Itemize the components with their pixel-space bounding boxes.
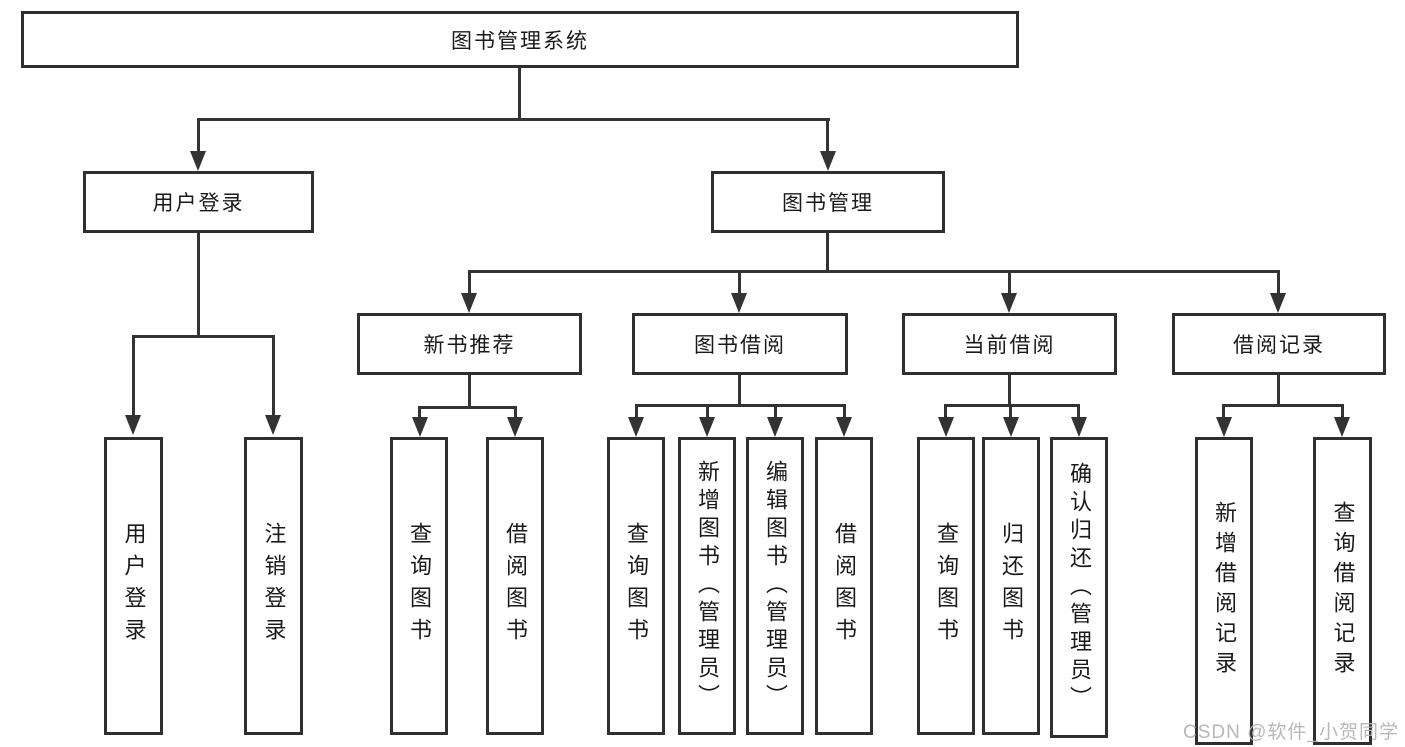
connector-line <box>1277 375 1280 406</box>
connector-line <box>197 233 200 337</box>
arrow-down-icon <box>507 417 523 437</box>
leaf-label: 编辑图书（管理员） <box>763 460 788 712</box>
connector-line <box>418 406 517 409</box>
arrow-down-icon <box>1001 293 1017 313</box>
arrow-down-icon <box>699 417 715 437</box>
leaf-confirm-return-admin: 确认归还（管理员） <box>1050 437 1108 738</box>
arrow-down-icon <box>1071 417 1087 437</box>
connector-line <box>132 335 135 415</box>
leaf-label: 确认归还（管理员） <box>1067 461 1092 714</box>
connector-line <box>468 375 471 408</box>
connector-line <box>518 68 521 120</box>
node-root: 图书管理系统 <box>21 11 1019 68</box>
node-book-borrow: 图书借阅 <box>632 313 848 375</box>
arrow-down-icon <box>731 293 747 313</box>
leaf-label: 借阅图书 <box>503 522 528 650</box>
connector-line <box>1009 404 1012 417</box>
arrow-down-icon <box>767 417 783 437</box>
arrow-down-icon <box>836 417 852 437</box>
leaf-return-books: 归还图书 <box>982 437 1040 735</box>
connector-line <box>944 404 1080 407</box>
connector-line <box>514 406 517 417</box>
leaf-label: 查询图书 <box>407 522 432 650</box>
connector-line <box>738 270 741 293</box>
leaf-borrow-books-recommend: 借阅图书 <box>486 437 544 735</box>
arrow-down-icon <box>820 151 836 171</box>
arrow-down-icon <box>1003 417 1019 437</box>
node-current-borrow: 当前借阅 <box>902 313 1117 375</box>
connector-line <box>826 118 829 151</box>
connector-line <box>197 118 830 121</box>
leaf-add-books-admin: 新增图书（管理员） <box>678 437 736 735</box>
connector-line <box>1077 404 1080 417</box>
leaf-label: 注销登录 <box>261 522 287 650</box>
leaf-borrow-books: 借阅图书 <box>815 437 873 735</box>
node-book-management: 图书管理 <box>711 171 945 233</box>
arrow-down-icon <box>461 293 477 313</box>
leaf-label: 归还图书 <box>999 522 1024 650</box>
connector-line <box>272 335 275 415</box>
connector-line <box>1341 404 1344 417</box>
node-borrow-record: 借阅记录 <box>1172 313 1386 375</box>
arrow-down-icon <box>1270 293 1286 313</box>
arrow-down-icon <box>412 417 428 437</box>
connector-line <box>774 404 777 417</box>
leaf-query-books-current: 查询图书 <box>917 437 975 735</box>
node-new-book-recommend: 新书推荐 <box>357 313 582 375</box>
arrow-down-icon <box>1216 417 1232 437</box>
connector-line <box>1222 404 1225 417</box>
connector-line <box>826 233 829 272</box>
connector-line <box>738 375 741 406</box>
leaf-label: 借阅图书 <box>832 522 857 650</box>
connector-line <box>944 404 947 417</box>
node-user-login: 用户登录 <box>83 171 314 233</box>
connector-line <box>468 270 1280 273</box>
arrow-down-icon <box>1334 417 1350 437</box>
leaf-add-borrow-record: 新增借阅记录 <box>1195 437 1253 745</box>
connector-line <box>418 406 421 417</box>
connector-line <box>706 404 709 417</box>
leaf-edit-books-admin: 编辑图书（管理员） <box>746 437 804 735</box>
arrow-down-icon <box>938 417 954 437</box>
csdn-watermark: CSDN @软件_小贺同学 <box>1183 722 1399 743</box>
connector-line <box>132 335 275 338</box>
connector-line <box>1008 375 1011 406</box>
connector-line <box>1222 404 1343 407</box>
connector-line <box>197 118 200 151</box>
leaf-label: 用户登录 <box>121 522 147 650</box>
connector-line <box>1277 270 1280 293</box>
leaf-label: 查询借阅记录 <box>1330 501 1356 681</box>
connector-line <box>843 404 846 417</box>
leaf-label: 新增借阅记录 <box>1212 501 1237 681</box>
arrow-down-icon <box>125 415 141 435</box>
arrow-down-icon <box>190 151 206 171</box>
connector-line <box>635 404 845 407</box>
connector-line <box>635 404 638 417</box>
leaf-user-login: 用户登录 <box>104 437 163 735</box>
leaf-query-borrow-record: 查询借阅记录 <box>1313 437 1372 745</box>
leaf-label: 查询图书 <box>934 522 959 650</box>
leaf-logout: 注销登录 <box>244 437 303 735</box>
leaf-label: 新增图书（管理员） <box>695 460 720 712</box>
leaf-query-books-borrow: 查询图书 <box>607 437 665 735</box>
connector-line <box>468 270 471 293</box>
arrow-down-icon <box>265 415 281 435</box>
arrow-down-icon <box>628 417 644 437</box>
connector-line <box>1008 270 1011 293</box>
leaf-query-books-recommend: 查询图书 <box>390 437 448 735</box>
leaf-label: 查询图书 <box>624 522 649 650</box>
